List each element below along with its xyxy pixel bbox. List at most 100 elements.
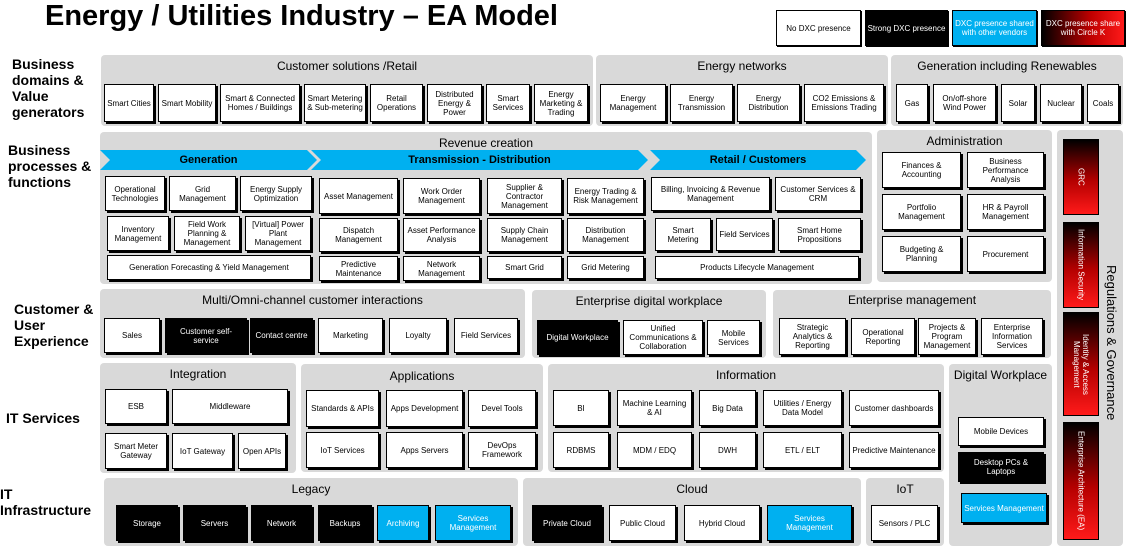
- box-marketing: Marketing: [318, 318, 383, 353]
- box-machine-learning-ai: Machine Learning & AI: [617, 390, 692, 426]
- box-smart-connected-homes: Smart & Connected Homes / Buildings: [220, 84, 300, 122]
- page-title: Energy / Utilities Industry – EA Model: [45, 0, 558, 32]
- box-hr-payroll-management: HR & Payroll Management: [967, 194, 1044, 230]
- box-smart-home-propositions: Smart Home Propositions: [778, 218, 861, 251]
- box-loyalty: Loyalty: [389, 318, 447, 353]
- legend-no-presence: No DXC presence: [776, 10, 861, 46]
- box-apps-servers: Apps Servers: [386, 432, 463, 468]
- box-budgeting-planning: Budgeting & Planning: [882, 236, 961, 272]
- row-label-business-processes: Business processes & functions: [8, 142, 92, 190]
- panel-title-applications: Applications: [389, 369, 455, 383]
- box-apps-development: Apps Development: [386, 390, 463, 427]
- box-billing-invoicing: Billing, Invoicing & Revenue Management: [651, 177, 770, 211]
- box-energy-marketing-trading: Energy Marketing & Trading: [534, 84, 588, 122]
- legend-strong-presence: Strong DXC presence: [865, 10, 948, 46]
- box-rdbms: RDBMS: [553, 432, 609, 468]
- box-public-cloud: Public Cloud: [609, 505, 676, 541]
- panel-title-information: Information: [715, 368, 777, 382]
- box-smart-meter-gateway: Smart Meter Gateway: [105, 433, 167, 469]
- box-information-security-label: Information Security: [1076, 229, 1086, 301]
- box-dispatch-management: Dispatch Management: [319, 218, 398, 252]
- box-backups: Backups: [318, 505, 372, 541]
- box-servers: Servers: [183, 505, 246, 541]
- box-work-order-management: Work Order Management: [403, 178, 480, 214]
- box-utilities-energy-data-model: Utilities / Energy Data Model: [763, 390, 842, 426]
- box-mdm-edq: MDM / EDQ: [617, 432, 692, 468]
- arrow-generation: Generation: [100, 150, 317, 170]
- box-distribution-management: Distribution Management: [567, 218, 644, 252]
- box-solar: Solar: [1001, 84, 1035, 122]
- panel-title-governance: Regulations & Governance: [1104, 265, 1119, 421]
- box-hybrid-cloud: Hybrid Cloud: [684, 505, 760, 541]
- box-sales: Sales: [104, 318, 160, 353]
- box-sensors-plc: Sensors / PLC: [871, 505, 938, 541]
- box-grc-label: GRC: [1076, 168, 1086, 186]
- box-asset-performance-analysis: Asset Performance Analysis: [403, 218, 480, 252]
- panel-title-enterprise-management: Enterprise management: [847, 293, 977, 307]
- legend-circle-k-presence: DXC presence share with Circle K: [1041, 10, 1125, 46]
- row-label-it-infrastructure: IT Infrastructure: [0, 486, 92, 518]
- panel-title-networks: Energy networks: [697, 59, 787, 73]
- box-information-security: Information Security: [1063, 222, 1099, 308]
- box-mobile-devices: Mobile Devices: [958, 417, 1044, 446]
- box-gas: Gas: [896, 84, 928, 122]
- legend-shared-presence: DXC presence shared with other vendors: [952, 10, 1037, 46]
- box-energy-supply-optimization: Energy Supply Optimization: [240, 176, 312, 211]
- box-enterprise-architecture-label: Enterprise Architecture (EA): [1076, 431, 1086, 531]
- box-standards-apis: Standards & APIs: [306, 390, 379, 427]
- row-label-it-services: IT Services: [6, 410, 80, 426]
- box-desktop-pcs-laptops: Desktop PCs & Laptops: [958, 452, 1044, 482]
- panel-title-cloud: Cloud: [676, 482, 708, 496]
- box-open-apis: Open APIs: [238, 433, 286, 469]
- box-customer-dashboards: Customer dashboards: [849, 390, 939, 426]
- box-identity-access-label: Identity & Access Management: [1072, 333, 1090, 395]
- box-smart-cities: Smart Cities: [104, 84, 154, 122]
- box-grid-metering: Grid Metering: [567, 256, 644, 279]
- box-services-management-dw: Services Management: [961, 493, 1047, 523]
- row-label-business-domains: Business domains & Value generators: [12, 56, 85, 120]
- panel-title-digital-workplace-it: Digital Workplace: [953, 368, 1048, 382]
- box-customer-self-service: Customer self-service: [165, 318, 247, 353]
- box-network-management: Network Management: [403, 256, 480, 281]
- arrow-transmission-distribution: Transmission - Distribution: [311, 150, 648, 170]
- box-network: Network: [251, 505, 312, 541]
- box-nuclear: Nuclear: [1040, 84, 1082, 122]
- box-operational-reporting: Operational Reporting: [851, 318, 915, 355]
- panel-title-generation: Generation including Renewables: [917, 59, 1097, 73]
- box-smart-metering-process: Smart Metering: [655, 218, 711, 251]
- box-wind-power: On/off-shore Wind Power: [933, 84, 996, 122]
- box-grid-management: Grid Management: [169, 176, 236, 211]
- box-smart-services: Smart Services: [486, 84, 530, 122]
- box-devel-tools: Devel Tools: [468, 390, 536, 427]
- box-services-management-cloud: Services Management: [767, 505, 852, 541]
- box-digital-workplace: Digital Workplace: [537, 320, 618, 355]
- box-products-lifecycle-management: Products Lifecycle Management: [655, 256, 859, 279]
- panel-title-administration: Administration: [926, 134, 1003, 148]
- box-enterprise-architecture: Enterprise Architecture (EA): [1063, 422, 1099, 540]
- box-enterprise-information-services: Enterprise Information Services: [981, 318, 1043, 355]
- box-storage: Storage: [116, 505, 178, 541]
- panel-title-omni-channel: Multi/Omni-channel customer interactions: [202, 293, 423, 307]
- box-field-services-process: Field Services: [716, 218, 773, 251]
- box-etl-elt: ETL / ELT: [763, 432, 842, 468]
- box-bi: BI: [553, 390, 609, 426]
- box-smart-mobility: Smart Mobility: [158, 84, 216, 122]
- box-contact-centre: Contact centre: [250, 318, 313, 353]
- box-generation-forecasting: Generation Forecasting & Yield Managemen…: [107, 255, 311, 280]
- box-finances-accounting: Finances & Accounting: [882, 152, 961, 188]
- box-smart-grid: Smart Grid: [487, 256, 562, 279]
- box-virtual-power-plant: [Virtual] Power Plant Management: [245, 216, 311, 251]
- panel-title-integration: Integration: [169, 367, 227, 381]
- box-smart-metering: Smart Metering & Sub-metering: [304, 84, 366, 122]
- box-customer-services-crm: Customer Services & CRM: [775, 177, 861, 211]
- box-esb: ESB: [105, 389, 167, 424]
- box-mobile-services: Mobile Services: [707, 320, 760, 355]
- box-big-data: Big Data: [699, 390, 756, 426]
- box-inventory-management: Inventory Management: [107, 216, 169, 251]
- row-label-customer-experience: Customer & User Experience: [14, 301, 94, 349]
- box-energy-transmission: Energy Transmission: [670, 84, 733, 122]
- box-energy-distribution: Energy Distribution: [737, 84, 800, 122]
- box-devops-framework: DevOps Framework: [468, 432, 536, 468]
- box-strategic-analytics: Strategic Analytics & Reporting: [779, 318, 846, 355]
- box-distributed-energy: Distributed Energy & Power: [427, 84, 482, 122]
